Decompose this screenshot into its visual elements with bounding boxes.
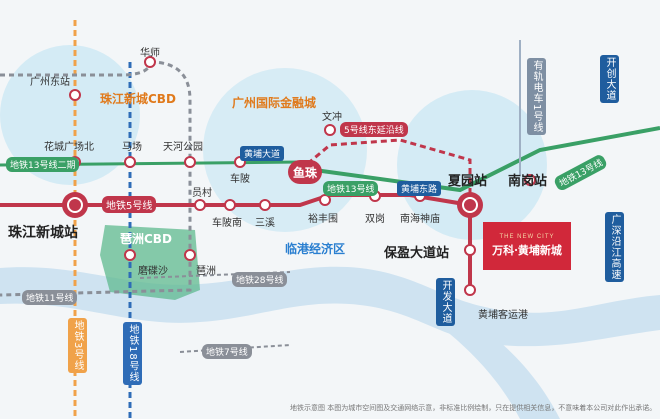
road-kaichuang: 开创大道 [600,55,619,103]
zone-cbd-label: 珠江新城CBD [100,92,176,106]
dot-yufengwei [319,194,331,206]
river [0,266,660,347]
zone-ifc-label: 广州国际金融城 [232,96,317,110]
xiayuan-interchange-ring [462,197,478,213]
bubble-huangpu [397,90,547,240]
station-wenchong: 文冲 [322,112,342,123]
station-yufengwei: 裕丰围 [308,214,338,225]
line18-tag: 地铁18号线 [123,322,142,385]
dot-gz-east [69,89,81,101]
line13-phase2-tag: 地铁13号线二期 [6,157,80,172]
station-huangpu-port: 黄埔客运港 [478,310,528,321]
disclaimer: 地铁示意图 本图为城市空间图及交通网络示意，非标准比例绘制，只在提供相关信息，不… [290,404,657,412]
station-baoying: 保盈大道站 [384,246,450,261]
station-huashi: 华师 [140,48,160,59]
station-shuanggang: 双岗 [365,214,385,225]
road-kaifa: 开发大道 [436,278,455,326]
line11-tag: 地铁11号线 [22,290,78,305]
line5-tag: 地铁5号线 [102,196,157,213]
bubble-cbd [0,45,140,185]
dot-chebei-south [224,199,236,211]
dot-sanxi [259,199,271,211]
zhujiang-interchange-ring [67,197,83,213]
project-sub: THE NEW CITY [499,234,555,240]
station-tianhe-park: 天河公园 [163,142,203,153]
line28-tag: 地铁28号线 [232,272,288,287]
line3-tag: 地铁3号线 [68,318,87,374]
project-marker: THE NEW CITY 万科·黄埔新城 [483,222,571,270]
dot-machang [124,156,136,168]
dot-pazhou [184,249,196,261]
road-huangpu-east: 黄埔东路 [397,181,442,196]
station-pazhou: 琶洲 [196,266,216,277]
dot-huashi [144,56,156,68]
line13-track [299,126,660,193]
station-chebei-south: 车陂南 [212,218,242,229]
station-mojiesha: 磨碟沙 [138,266,168,277]
zone-pazhou-label: 琶洲CBD [120,232,172,246]
station-yuzhu-badge: 鱼珠 [288,160,322,184]
dot-yuancun [194,199,206,211]
pazhou-zone [100,225,200,300]
river-branch [445,320,560,419]
station-huacheng: 花城广场北 [44,142,94,153]
station-yuancun: 员村 [192,188,212,199]
zhujiang-interchange [62,192,88,218]
dot-wenchong [324,124,336,136]
station-nanhai: 南海神庙 [400,214,440,225]
dot-tianhe [184,156,196,168]
road-huangpu-ave: 黄埔大道 [240,146,285,161]
line5-east-tag: 5号线东延沿线 [340,122,408,137]
station-yuzhu: 鱼珠 [292,165,317,180]
line7-tag: 地铁7号线 [202,344,252,359]
dot-huangpu-port [464,284,476,296]
station-sanxi: 三溪 [255,218,275,229]
station-xiayuan: 夏园站 [448,174,488,189]
xiayuan-interchange [457,192,483,218]
zone-lingang-label: 临港经济区 [285,242,346,256]
dot-mojiesha [124,249,136,261]
line13-mid-tag: 地铁13号线 [323,181,379,196]
station-machang: 马场 [122,142,142,153]
station-gz-east: 广州东站 [30,77,70,88]
project-brand: 万科·黄埔新城 [492,244,562,257]
road-tram: 有轨电车1号线 [527,58,546,136]
line7-track [179,344,291,353]
station-chebei: 车陂 [230,174,250,185]
station-nangang: 南岗站 [508,174,548,189]
dot-nangang [524,174,536,186]
dot-baoying [464,244,476,256]
road-guangshen: 广深沿江高速 [605,212,624,282]
station-zhujiang: 珠江新城站 [8,225,78,241]
